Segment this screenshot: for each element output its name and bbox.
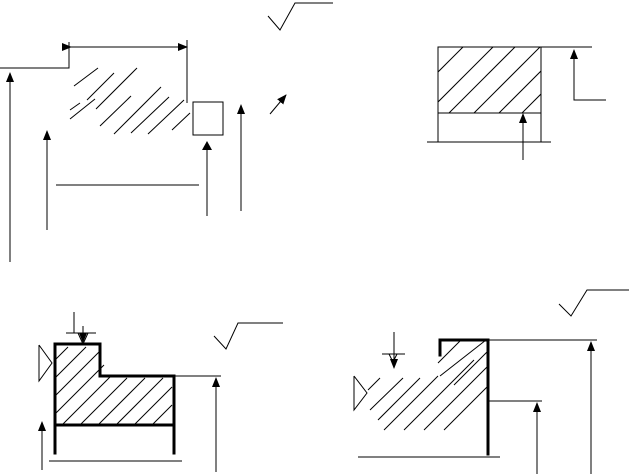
weld-flag — [66, 332, 96, 346]
left-triangle-mark-4 — [353, 375, 368, 412]
feature-box — [192, 101, 224, 136]
hatch-pattern-4 — [367, 339, 489, 431]
stepped-profile — [53, 342, 176, 455]
diagonal-arrow — [269, 94, 287, 115]
left-triangle-mark — [38, 344, 53, 383]
hatch-pattern-1 — [69, 67, 191, 135]
figure-1 — [0, 2, 333, 262]
surface-finish-symbol-3 — [213, 322, 283, 350]
figure-3 — [38, 312, 283, 472]
surface-finish-symbol-1 — [267, 2, 333, 31]
leader-right — [573, 56, 606, 101]
leader-step — [0, 42, 70, 69]
hatched-block — [437, 46, 542, 114]
figure-4 — [353, 289, 629, 474]
datum-triangle — [202, 141, 212, 150]
hatch-pattern-2 — [438, 47, 541, 113]
figure-2 — [427, 46, 606, 160]
surface-finish-symbol-4 — [558, 289, 629, 317]
hatch-pattern-3 — [54, 346, 173, 426]
